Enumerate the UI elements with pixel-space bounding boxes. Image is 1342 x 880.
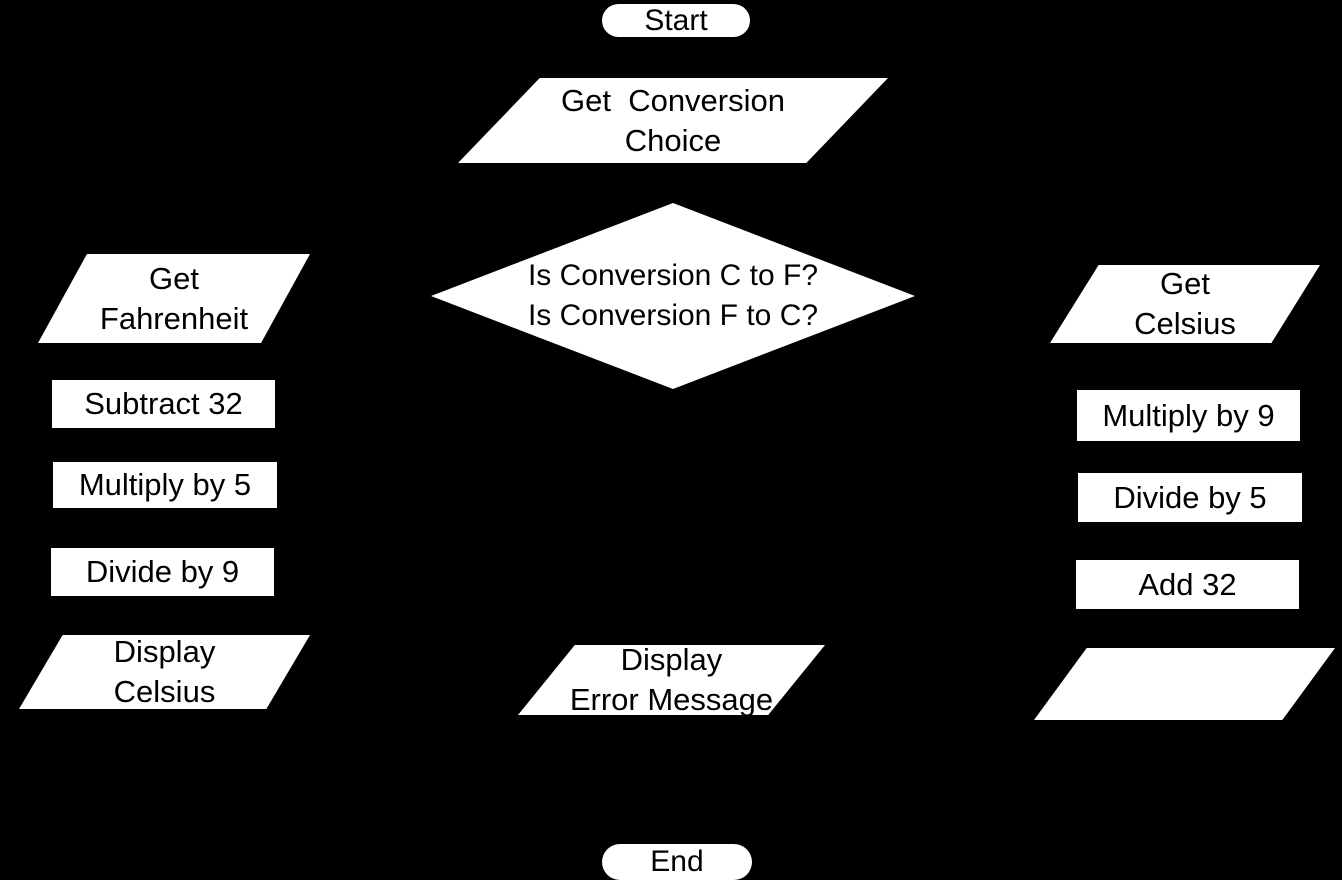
node-add-32-process: Add 32 bbox=[1076, 560, 1299, 609]
node-start-label: Start bbox=[644, 3, 708, 37]
node-end-terminator: End bbox=[602, 844, 752, 880]
node-display-fahrenheit-parallelogram bbox=[1034, 648, 1335, 720]
node-display-error-message-parallelogram: Display Error Message bbox=[518, 645, 825, 715]
node-display-celsius-parallelogram: Display Celsius bbox=[19, 635, 310, 709]
node-get-fahrenheit-label: Get Fahrenheit bbox=[99, 260, 249, 336]
node-multiply-by-9-process: Multiply by 9 bbox=[1077, 390, 1300, 441]
node-start-terminator: Start bbox=[602, 4, 750, 37]
node-multiply-by-5-process: Multiply by 5 bbox=[53, 462, 277, 508]
node-get-conversion-choice-label: Get Conversion Choice bbox=[561, 82, 785, 158]
node-display-celsius-label: Display Celsius bbox=[113, 634, 216, 709]
node-subtract-32-process: Subtract 32 bbox=[52, 380, 275, 428]
node-end-label: End bbox=[650, 845, 704, 878]
node-display-error-message-label: Display Error Message bbox=[569, 642, 774, 717]
node-multiply-by-5-label: Multiply by 5 bbox=[78, 467, 252, 502]
node-get-conversion-choice-parallelogram: Get Conversion Choice bbox=[458, 78, 888, 163]
node-subtract-32-label: Subtract 32 bbox=[84, 386, 243, 421]
node-get-fahrenheit-parallelogram: Get Fahrenheit bbox=[38, 254, 310, 343]
node-add-32-label: Add 32 bbox=[1138, 566, 1237, 602]
node-get-celsius-parallelogram: Get Celsius bbox=[1050, 265, 1320, 343]
node-conversion-decision-label: Is Conversion C to F? Is Conversion F to… bbox=[527, 259, 819, 332]
node-divide-by-9-label: Divide by 9 bbox=[85, 554, 240, 589]
node-divide-by-5-process: Divide by 5 bbox=[1078, 473, 1302, 522]
node-get-celsius-label: Get Celsius bbox=[1134, 266, 1236, 341]
node-conversion-decision-diamond: Is Conversion C to F? Is Conversion F to… bbox=[431, 203, 915, 389]
node-divide-by-5-label: Divide by 5 bbox=[1113, 479, 1267, 515]
node-divide-by-9-process: Divide by 9 bbox=[51, 548, 274, 596]
node-multiply-by-9-label: Multiply by 9 bbox=[1102, 397, 1275, 433]
